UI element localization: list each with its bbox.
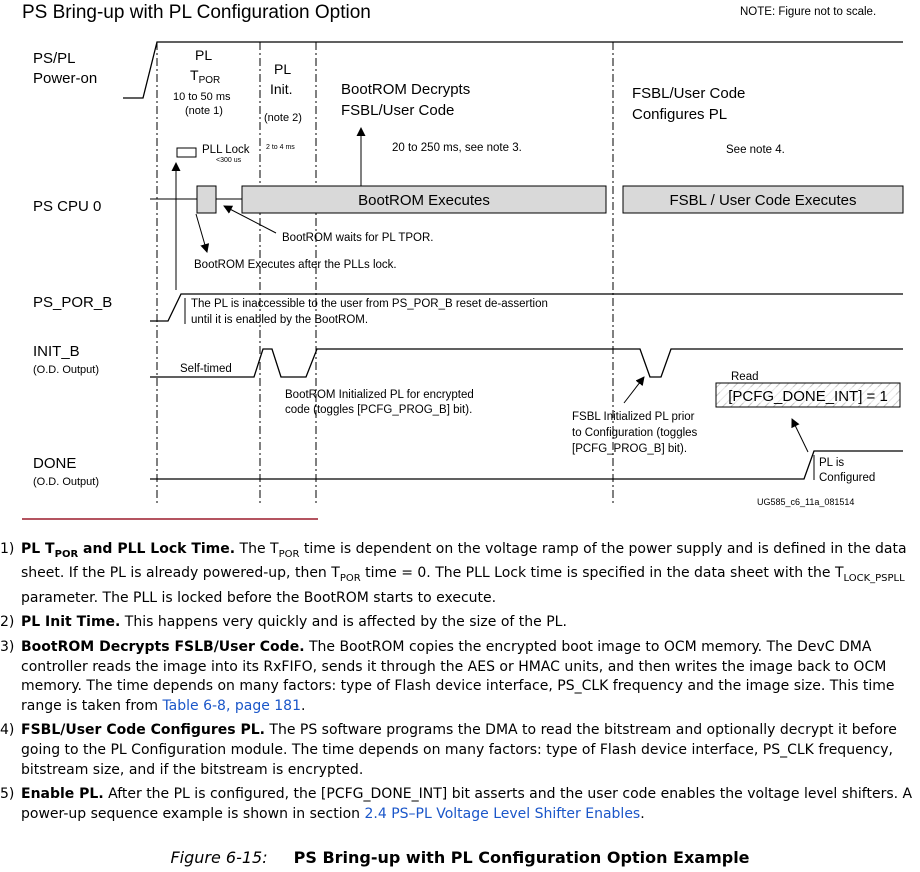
see-note-4: See note 4. [726,144,785,156]
bootrom-init-text-1: BootROM Initialized PL for encrypted [285,389,474,401]
pl-tpor-label-2: TPOR [190,67,220,86]
note-text: The PS software programs the DMA to read… [21,722,897,778]
note-item-4: 4) FSBL/User Code Configures PL. The PS … [0,721,918,780]
figure-id: UG585_c6_11a_081514 [757,497,854,507]
bootrom-executes-label: BootROM Executes [358,192,490,209]
note-number: 2) [0,614,15,631]
pl-is-configured-2: Configured [819,472,875,484]
pl-inaccessible-text-1: The PL is inaccessible to the user from … [191,298,548,310]
note-title: Enable PL. [21,786,104,803]
bootrom-waits-label: BootROM waits for PL TPOR. [282,232,433,244]
table-6-8-link[interactable]: Table 6-8, page 181 [162,697,301,714]
pl-tpor-note: (note 1) [185,105,223,117]
not-to-scale-note: NOTE: Figure not to scale. [740,6,876,18]
bootrom-decrypts-label-1: BootROM Decrypts [341,81,470,98]
note-number: 5) [0,786,15,803]
pl-tpor-time: 10 to 50 ms [173,91,231,103]
timing-diagram: PS Bring-up with PL Configuration Option… [22,2,904,520]
fsbl-executes-label: FSBL / User Code Executes [669,192,856,209]
signal-done-label: DONE [33,455,76,472]
note-item-5: 5) Enable PL. After the PL is configured… [0,786,913,822]
figure-title: PS Bring-up with PL Configuration Option… [293,848,750,867]
note-item-1: 1) PL TPOR and PLL Lock Time. The TPOR t… [0,541,907,606]
fsbl-configures-label-1: FSBL/User Code [632,85,745,102]
section-2-4-link[interactable]: 2.4 PS–PL Voltage Level Shifter Enables [364,805,641,822]
note-text: After the PL is configured, the [PCFG_DO… [21,786,913,822]
note-title: PL TPOR and PLL Lock Time. [21,541,236,560]
pl-init-label-2: Init. [270,81,293,97]
bootrom-init-text-2: code (toggles [PCFG_PROG_B] bit). [285,404,472,416]
pll-lock-time: <300 us [216,157,242,164]
note-title: PL Init Time. [21,614,121,631]
figure-label: Figure 6-15: [170,848,268,867]
bootrom-decrypts-label-2: FSBL/User Code [341,102,454,119]
bootrom-after-plls-label: BootROM Executes after the PLLs lock. [194,259,397,271]
pcfg-done-label: [PCFG_DONE_INT] = 1 [728,388,888,405]
done-waveform [150,450,903,480]
pl-is-configured-1: PL is [819,457,844,469]
fsbl-configures-label-2: Configures PL [632,106,727,123]
note-text: This happens very quickly and is affecte… [120,614,567,631]
note-number: 4) [0,722,15,739]
figure-caption: Figure 6-15: PS Bring-up with PL Configur… [0,848,920,867]
fsbl-init-text-1: FSBL Initialized PL prior [572,411,695,423]
pl-init-time: 2 to 4 ms [266,144,295,151]
pl-inaccessible-text-2: until it is enabled by the BootROM. [191,314,368,326]
signal-done-sub: (O.D. Output) [33,476,99,488]
fsbl-init-arrow [623,376,645,404]
bootrom-wait-arrow [223,205,277,234]
pl-tpor-label-1: PL [195,47,212,63]
pl-configured-arrow [791,418,809,453]
fsbl-executes-box [622,185,904,214]
self-timed-label: Self-timed [180,363,232,375]
read-label: Read [731,371,759,383]
pll-lock-label: PLL Lock [202,144,250,156]
pll-lock-box [196,185,217,214]
fsbl-init-text-2: to Configuration (toggles [572,427,698,439]
note-number: 1) [0,541,15,557]
bootrom-executes-box [241,185,607,214]
bootrom-after-plls-arrow [195,213,210,253]
note-number: 3) [0,638,15,655]
pl-init-note: (note 2) [264,112,302,124]
ps-por-b-waveform [150,293,903,322]
ps-pl-power-waveform [123,41,903,99]
signal-ps-pl-label-2: Power-on [33,70,97,87]
note-item-3: 3) BootROM Decrypts FSLB/User Code. The … [0,638,895,714]
signal-init-b-label: INIT_B [33,343,80,360]
note-title: BootROM Decrypts FSLB/User Code. [21,638,305,655]
pll-lock-legend-box [176,147,197,158]
time-markers [156,42,614,505]
init-b-waveform [150,348,903,378]
notes-list: 1) PL TPOR and PLL Lock Time. The TPOR t… [0,540,918,829]
note-item-2: 2) PL Init Time. This happens very quick… [0,613,918,633]
signal-ps-por-b-label: PS_POR_B [33,294,112,311]
signal-init-b-sub: (O.D. Output) [33,364,99,376]
note-title: FSBL/User Code Configures PL. [21,722,265,739]
signal-ps-cpu0-label: PS CPU 0 [33,198,101,215]
diagram-title: PS Bring-up with PL Configuration Option [22,2,371,23]
pcfg-done-box-inner [720,387,896,403]
pl-init-label-1: PL [274,61,291,77]
fsbl-init-text-3: [PCFG_PROG_B] bit). [572,443,687,455]
note-text: The BootROM copies the encrypted boot im… [21,638,895,714]
signal-ps-pl-label-1: PS/PL [33,50,76,67]
bootrom-time: 20 to 250 ms, see note 3. [392,142,522,154]
